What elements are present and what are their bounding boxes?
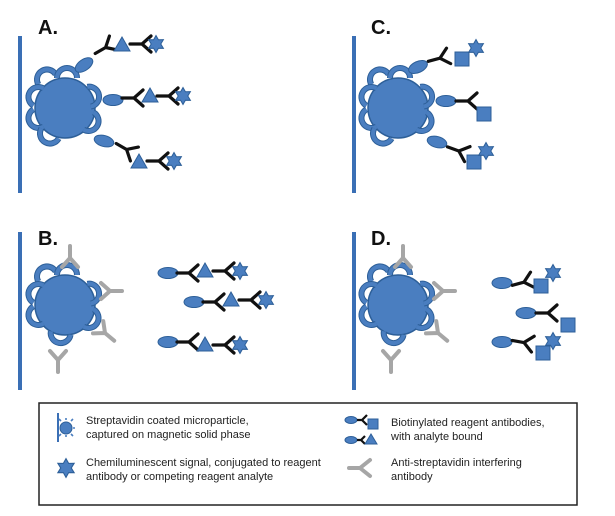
legend-signal-line-1: Chemiluminescent signal, conjugated to r… bbox=[86, 457, 321, 469]
panel-a: A. bbox=[18, 17, 191, 193]
legend-biotinylated: Biotinylated reagent antibodies, with an… bbox=[344, 414, 545, 445]
panel-a-label: A. bbox=[38, 17, 58, 39]
free-complex-2 bbox=[183, 290, 274, 312]
solid-phase-bar bbox=[352, 36, 356, 193]
legend-box bbox=[38, 402, 578, 506]
legend-interfering-line-1: Anti-streptavidin interfering bbox=[391, 457, 522, 469]
legend: Streptavidin coated microparticle, captu… bbox=[38, 402, 578, 506]
legend-grey-antibody-icon bbox=[347, 458, 372, 478]
complex-1 bbox=[406, 39, 484, 77]
legend-antibody-square-icon bbox=[344, 414, 379, 430]
panel-d-label: D. bbox=[371, 228, 391, 250]
complex-2 bbox=[102, 86, 191, 108]
legend-microparticle-icon bbox=[58, 418, 75, 437]
legend-microparticle-line-1: Streptavidin coated microparticle, bbox=[86, 415, 249, 427]
free-complex-3 bbox=[491, 330, 561, 361]
free-complex-3 bbox=[157, 332, 248, 355]
complex-2 bbox=[435, 91, 492, 122]
legend-microparticle: Streptavidin coated microparticle, captu… bbox=[57, 413, 251, 442]
panel-c-label: C. bbox=[371, 17, 391, 39]
panel-b: B. bbox=[18, 228, 274, 390]
complex-1 bbox=[72, 34, 164, 76]
legend-biotinylated-line-1: Biotinylated reagent antibodies, bbox=[391, 417, 545, 429]
free-complex-1 bbox=[157, 261, 248, 283]
solid-phase-bar bbox=[352, 232, 356, 390]
legend-interfering: Anti-streptavidin interfering antibody bbox=[347, 457, 522, 483]
free-complex-1 bbox=[491, 264, 561, 295]
complex-3 bbox=[425, 133, 494, 170]
free-complex-2 bbox=[515, 303, 576, 333]
solid-phase-bar bbox=[18, 36, 22, 193]
legend-interfering-line-2: antibody bbox=[391, 471, 433, 483]
panel-d: D. bbox=[352, 228, 576, 390]
legend-signal-line-2: antibody or competing reagent analyte bbox=[86, 471, 273, 483]
solid-phase-bar bbox=[18, 232, 22, 390]
legend-bar-icon bbox=[57, 413, 59, 442]
legend-biotinylated-line-2: with analyte bound bbox=[390, 431, 483, 443]
legend-microparticle-line-2: captured on magnetic solid phase bbox=[86, 429, 251, 441]
legend-antibody-triangle-icon bbox=[344, 433, 378, 445]
panel-b-label: B. bbox=[38, 228, 58, 250]
complex-3 bbox=[92, 132, 182, 171]
panel-c: C. bbox=[352, 17, 494, 193]
legend-signal: Chemiluminescent signal, conjugated to r… bbox=[57, 457, 321, 483]
